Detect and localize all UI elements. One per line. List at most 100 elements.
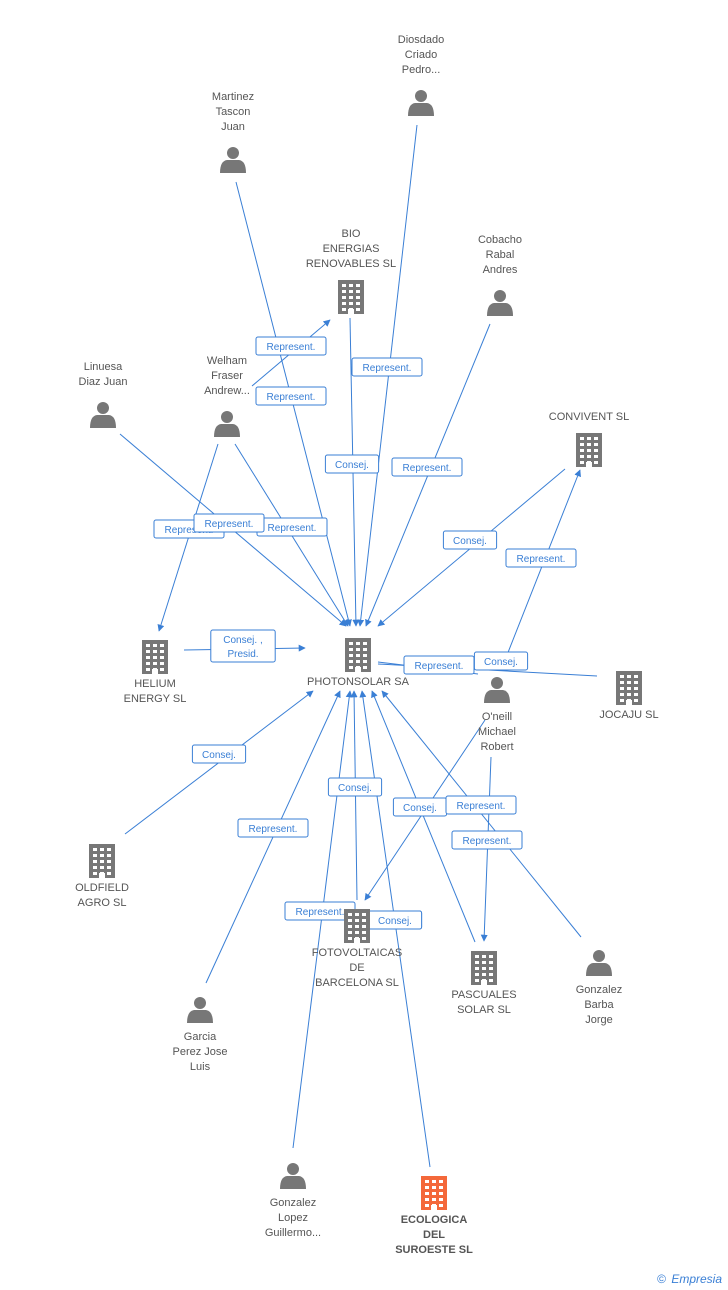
edge-label-text: Consej. [403, 803, 437, 814]
edge-label-box [191, 744, 247, 764]
edge-label-box [451, 830, 523, 850]
node-label: PASCUALES [451, 989, 516, 1001]
node-gonzalezlopez[interactable]: GonzalezLopezGuillermo... [265, 1163, 321, 1239]
node-jocaju[interactable]: JOCAJU SL [599, 671, 659, 721]
edge-label-text: Represent. [403, 463, 452, 474]
edge-label[interactable]: Represent. [403, 655, 475, 675]
node-welham[interactable]: WelhamFraserAndrew... [204, 355, 250, 437]
edge-label[interactable]: Represent. [255, 386, 327, 406]
edge-label-text: Consej. [453, 536, 487, 547]
edge-label-text: Represent. [165, 525, 214, 536]
edge-label-box [255, 336, 327, 356]
edge-label-text: Represent. [268, 523, 317, 534]
node-fotovoltaicas[interactable]: FOTOVOLTAICAS DE BARCELONA SL [312, 909, 402, 989]
node-photonsolar[interactable]: PHOTONSOLAR SA [307, 638, 410, 688]
node-label: Robert [480, 741, 513, 753]
edge-label[interactable]: Consej. [367, 910, 423, 930]
edge-label-text: Represent. [296, 907, 345, 918]
node-label: ENERGY SL [124, 693, 187, 705]
node-label: ENERGIAS [323, 243, 380, 255]
edge-label[interactable]: Consej. [327, 777, 383, 797]
node-label: Cobacho [478, 234, 522, 246]
node-diosdado[interactable]: DiosdadoCriadoPedro... [398, 34, 444, 116]
edge-label[interactable]: Consej. [442, 530, 498, 550]
node-label: BIO [342, 228, 361, 240]
edge-label-text: Represent. [267, 342, 316, 353]
node-label: Linuesa [84, 361, 123, 373]
node-label: Perez Jose [172, 1046, 227, 1058]
person-icon [214, 411, 240, 437]
edge-label-box [237, 818, 309, 838]
building-icon [142, 640, 168, 674]
edge-label[interactable]: Represent. [505, 548, 577, 568]
edge-label[interactable]: Represent. [237, 818, 309, 838]
node-label: Andrew... [204, 385, 250, 397]
person-icon [90, 402, 116, 428]
person-icon [187, 997, 213, 1023]
edge-label-box [445, 795, 517, 815]
node-label: Jorge [585, 1014, 613, 1026]
edge-label[interactable]: Represent. [451, 830, 523, 850]
node-label: RENOVABLES SL [306, 258, 396, 270]
person-icon [484, 677, 510, 703]
node-label: FOTOVOLTAICAS [312, 947, 402, 959]
edge-label[interactable]: Represent. [256, 517, 328, 537]
copyright-symbol: © [657, 1272, 666, 1286]
edge-label-text: Consej. [338, 783, 372, 794]
edge-label[interactable]: Represent. [193, 513, 265, 533]
edge-label-box [403, 655, 475, 675]
edge-label[interactable]: Represent. [351, 357, 423, 377]
edge-label[interactable]: Consej. ,Presid. [210, 629, 276, 663]
node-label: Diosdado [398, 34, 444, 46]
edge-label[interactable]: Consej. [324, 454, 380, 474]
footer-brand[interactable]: © Empresia [657, 1272, 722, 1286]
node-label: CONVIVENT SL [549, 411, 630, 423]
node-bio[interactable]: BIO ENERGIAS RENOVABLES SL [306, 228, 396, 314]
edge-label[interactable]: Represent. [255, 336, 327, 356]
node-label: PHOTONSOLAR SA [307, 676, 410, 688]
edge-label-box [505, 548, 577, 568]
node-label: SOLAR SL [457, 1004, 511, 1016]
node-label: DE [349, 962, 364, 974]
building-icon [471, 951, 497, 985]
node-label: Tascon [216, 106, 251, 118]
node-label: Barba [584, 999, 614, 1011]
node-label: Rabal [486, 249, 515, 261]
building-icon [345, 638, 371, 672]
person-icon [586, 950, 612, 976]
building-icon [616, 671, 642, 705]
edge-label-box [255, 386, 327, 406]
edge-labels-layer: Represent.Represent.Consej.Represent.Rep… [153, 336, 577, 930]
node-convivent[interactable]: CONVIVENT SL [549, 411, 630, 467]
edge-label[interactable]: Consej. [473, 651, 529, 671]
edge-label-box [391, 457, 463, 477]
node-label: SUROESTE SL [395, 1244, 473, 1256]
edge-label[interactable]: Consej. [191, 744, 247, 764]
edge-label-box [324, 454, 380, 474]
building-icon [576, 433, 602, 467]
edge-label[interactable]: Represent. [391, 457, 463, 477]
edge-label-text: Represent. [457, 801, 506, 812]
node-label: Pedro... [402, 64, 441, 76]
node-label: Gonzalez [270, 1197, 316, 1209]
edge-label-text: Consej. [378, 916, 412, 927]
edge-label-box [442, 530, 498, 550]
edge-label[interactable]: Represent. [445, 795, 517, 815]
edge-label-text: Consej. [484, 657, 518, 668]
node-pascuales[interactable]: PASCUALES SOLAR SL [451, 951, 517, 1016]
node-label: O'neill [482, 711, 512, 723]
node-label: BARCELONA SL [315, 977, 399, 989]
edge-label-box [193, 513, 265, 533]
edge-label[interactable]: Consej. [392, 797, 448, 817]
